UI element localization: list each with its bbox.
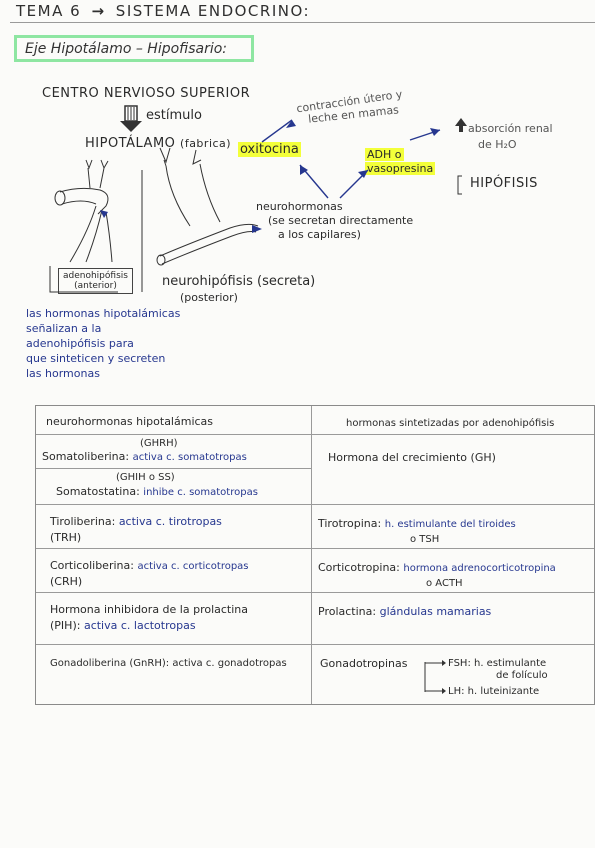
- oxitocina-text: oxitocina: [238, 142, 301, 157]
- row1-abbr: (GHRH): [140, 438, 178, 449]
- table-rule: [36, 592, 594, 593]
- table-row: Somatostatina: inhibe c. somatotropas: [56, 484, 258, 500]
- row3-right-name: Corticotropina:: [318, 561, 400, 574]
- blue-note-line: las hormonas hipotalámicas: [26, 307, 181, 320]
- adh-label: ADH o vasopresina: [365, 148, 436, 176]
- blue-note-line: las hormonas: [26, 367, 100, 380]
- neuro-text: neurohipófisis: [162, 274, 253, 289]
- table-rule: [36, 434, 594, 435]
- adeno-line2: (anterior): [74, 281, 117, 291]
- row1b-action: inhibe c. somatotropas: [143, 487, 258, 498]
- row1b-name: Somatostatina:: [56, 485, 140, 498]
- table-header-left: neurohormonas hipotalámicas: [46, 415, 214, 428]
- row4-right-name: Prolactina:: [318, 605, 377, 618]
- page-title: TEMA 6 → SISTEMA ENDOCRINO:: [16, 2, 310, 20]
- eje-label: Eje Hipotálamo – Hipofisario:: [25, 41, 228, 57]
- table-divider: [311, 406, 312, 704]
- hipotalamo-text: HIPOTÁLAMO: [85, 136, 176, 151]
- hormone-table: neurohormonas hipotalámicas hormonas sin…: [35, 405, 595, 705]
- absorcion-label: absorción renal: [468, 122, 553, 135]
- row4-abbr: (PIH):: [50, 619, 81, 632]
- row1-action: activa c. somatotropas: [132, 452, 247, 463]
- fsh-text: FSH: h. estimulante: [448, 658, 547, 669]
- h2o-label: de H₂O: [478, 138, 517, 151]
- row2-action: activa c. tirotropas: [118, 515, 222, 528]
- neurohipofisis-neurons: [156, 147, 259, 266]
- blue-note-line: adenohipófisis para: [26, 337, 134, 350]
- table-rule: [36, 548, 594, 549]
- neuro-label: neurohipófisis (secreta): [162, 274, 315, 289]
- table-row: Corticotropina: hormona adrenocorticotro…: [318, 560, 556, 576]
- adeno-line1: adenohipófisis: [63, 271, 128, 281]
- hipotalamo-neurons-left: [54, 159, 113, 263]
- table-rule: [36, 644, 594, 645]
- row2-right-abbr: o TSH: [410, 534, 440, 545]
- row3-action: activa c. corticotropas: [137, 561, 249, 572]
- hipotalamo-label: HIPOTÁLAMO (fabrica): [85, 136, 231, 151]
- row2-abbr: (TRH): [50, 531, 82, 544]
- branch-arrows-icon: [424, 660, 446, 694]
- blue-note: las hormonas hipotalámicas señalizan a l…: [26, 306, 180, 381]
- blue-note-line: señalizan a la: [26, 322, 102, 335]
- hipofisis-label: HIPÓFISIS: [470, 176, 538, 191]
- eje-box: Eje Hipotálamo – Hipofisario:: [14, 35, 254, 62]
- table-rule: [36, 468, 311, 469]
- table-row: Prolactina: glándulas mamarias: [318, 604, 491, 619]
- centro-label: CENTRO NERVIOSO SUPERIOR: [42, 86, 251, 101]
- title-arrow: →: [91, 2, 106, 20]
- row2-name: Tiroliberina:: [50, 515, 116, 528]
- capilares-label: a los capilares): [278, 228, 361, 241]
- title-left: TEMA 6: [16, 2, 82, 20]
- neurohormonas-label: neurohormonas: [256, 200, 343, 213]
- arrowhead-blue: [100, 210, 108, 218]
- oxitocina-label: oxitocina: [238, 142, 301, 157]
- se-secretan-label: (se secretan directamente: [268, 214, 414, 227]
- table-row: Gonadoliberina (GnRH): activa c. gonadot…: [50, 656, 287, 671]
- row4-name: Hormona inhibidora de la prolactina: [50, 603, 249, 616]
- row2-right-action: h. estimulante del tiroides: [384, 519, 516, 530]
- adeno-box: adenohipófisis (anterior): [58, 268, 133, 294]
- row2-right-name: Tirotropina:: [318, 517, 382, 530]
- table-row: Somatoliberina: activa c. somatotropas: [42, 449, 247, 465]
- fsh-label: FSH: h. estimulante: [448, 656, 546, 671]
- table-row: Tirotropina: h. estimulante del tiroides: [318, 516, 516, 532]
- diagram-drawing: [49, 118, 467, 293]
- table-rule: [36, 504, 594, 505]
- down-arrow-icon: [120, 105, 142, 132]
- table-header-right: hormonas sintetizadas por adenohipófisis: [346, 418, 555, 429]
- blue-note-line: que sinteticen y secreten: [26, 352, 166, 365]
- title-underline: [10, 22, 595, 23]
- row1-right: Hormona del crecimiento (GH): [328, 451, 496, 464]
- hipotalamo-note: (fabrica): [180, 137, 232, 150]
- row5-right-name: Gonadotropinas: [320, 657, 408, 670]
- row3-name: Corticoliberina:: [50, 559, 134, 572]
- row1-name: Somatoliberina:: [42, 450, 130, 463]
- adh-line2: vasopresina: [365, 162, 436, 175]
- row3-right-abbr: o ACTH: [426, 578, 463, 589]
- estimulo-label: estímulo: [146, 108, 202, 123]
- table-row: Corticoliberina: activa c. corticotropas: [50, 558, 249, 574]
- row3-abbr: (CRH): [50, 575, 83, 588]
- flow-arrows: [261, 119, 441, 199]
- table-row: (PIH): activa c. lactotropas: [50, 618, 196, 633]
- title-right: SISTEMA ENDOCRINO:: [115, 2, 311, 20]
- fsh2-label: de folículo: [496, 670, 548, 681]
- posterior-label: (posterior): [180, 291, 238, 304]
- row3-right-action: hormona adrenocorticotropina: [403, 563, 556, 574]
- adh-line1: ADH o: [365, 148, 404, 161]
- neuro-note: (secreta): [257, 274, 316, 289]
- row5-name: Gonadoliberina (GnRH):: [50, 658, 170, 669]
- row4-right-action: glándulas mamarias: [379, 605, 492, 618]
- table-row: Tiroliberina: activa c. tirotropas: [50, 514, 222, 529]
- row4-action: activa c. lactotropas: [83, 619, 196, 632]
- row5-action: activa c. gonadotropas: [172, 658, 287, 669]
- row1b-abbr: (GHIH o SS): [116, 472, 175, 483]
- lh-label: LH: h. luteinizante: [448, 686, 540, 697]
